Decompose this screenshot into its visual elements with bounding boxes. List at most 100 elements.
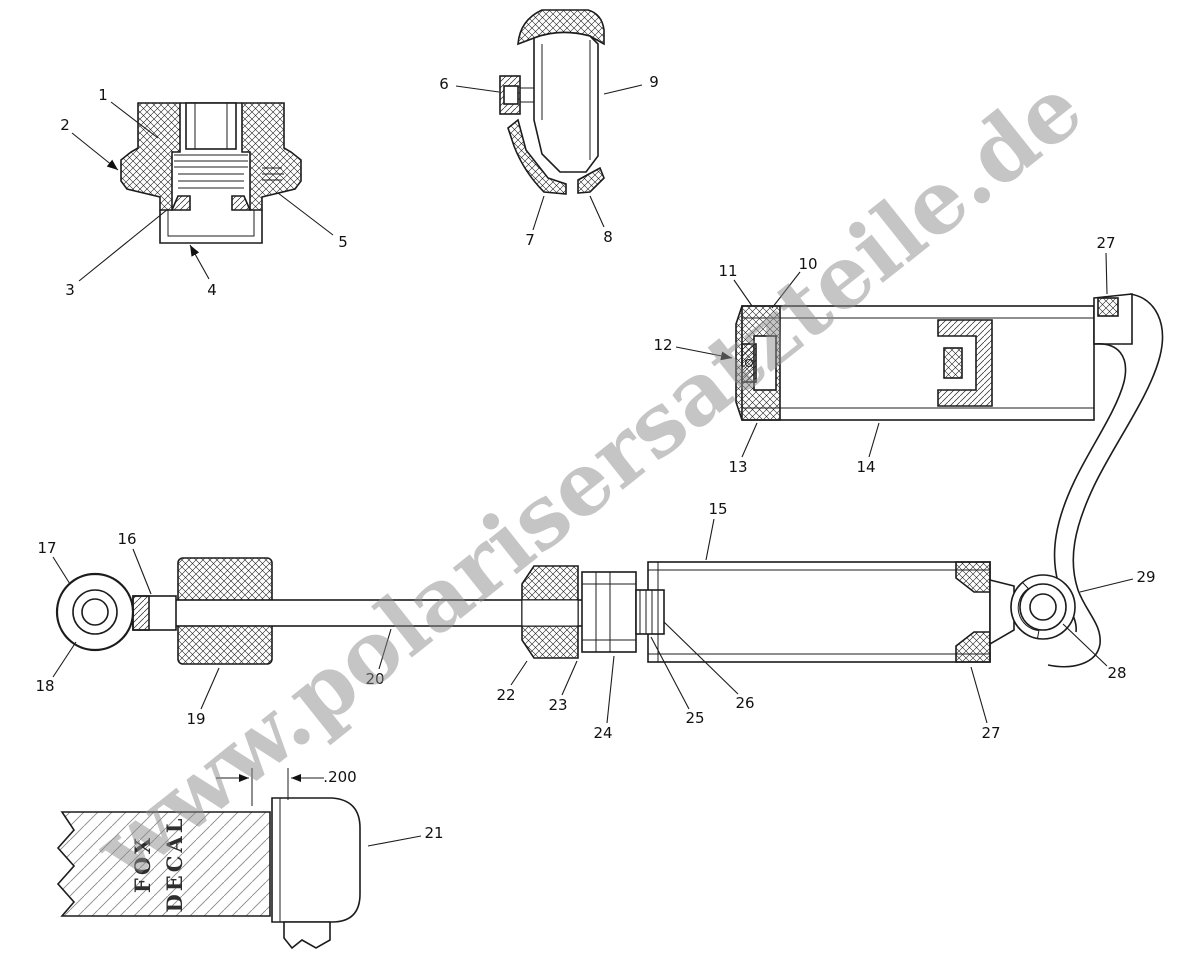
dimension: .200 xyxy=(216,768,357,806)
callout-number: 19 xyxy=(186,710,205,728)
leader-line xyxy=(561,660,578,696)
floating-piston xyxy=(937,319,993,407)
leader-line xyxy=(650,636,690,710)
valve-insert xyxy=(741,343,757,383)
end-boss xyxy=(989,578,1015,646)
leader-line xyxy=(705,518,715,561)
rear-eyelet-ring xyxy=(1019,583,1067,631)
bleed-valve xyxy=(499,75,534,115)
leader-line xyxy=(378,628,392,670)
end-cap-tab xyxy=(283,921,331,950)
callout-number: 27 xyxy=(1096,234,1115,252)
leader-line xyxy=(868,422,880,458)
callout-number: 27 xyxy=(981,724,1000,742)
leader-line xyxy=(1079,578,1134,593)
callout-number: 9 xyxy=(649,73,659,91)
leader-line xyxy=(189,244,210,280)
cap-bottom-right-section xyxy=(577,166,605,194)
callout-number: 10 xyxy=(798,255,817,273)
valve-port xyxy=(745,359,753,367)
shaft-thread-stub xyxy=(635,589,665,635)
callout-number: 21 xyxy=(424,824,443,842)
leader-line xyxy=(455,85,500,93)
rear-eyelet-section xyxy=(1010,581,1040,640)
shaft-end-spacer-section xyxy=(132,595,150,631)
air-cap-assembly xyxy=(120,102,302,244)
leader-line xyxy=(200,667,220,710)
cap-seal-left xyxy=(170,195,191,211)
cap-seal-right xyxy=(231,195,252,211)
leader-line xyxy=(71,132,119,171)
front-eyelet xyxy=(55,572,135,652)
callout-number: 3 xyxy=(65,281,75,299)
callout-number: 1 xyxy=(98,86,108,104)
leader-line xyxy=(78,208,169,282)
reservoir-end-cap xyxy=(499,9,605,195)
leader-line xyxy=(1105,252,1108,295)
leader-line xyxy=(603,84,643,95)
leader-line xyxy=(277,192,334,236)
cap-body-cup xyxy=(533,31,599,173)
shaft-body xyxy=(56,811,271,917)
cap-inner-cup-lines xyxy=(167,210,255,237)
rear-eyelet-bore xyxy=(1029,593,1057,621)
dimension-label: .200 xyxy=(323,768,356,786)
leader-line xyxy=(970,666,988,724)
piston-band xyxy=(943,347,963,379)
retaining-clip xyxy=(1097,297,1119,317)
decal-text-line1: FOX xyxy=(130,835,155,893)
callout-number: 5 xyxy=(338,233,348,251)
callout-number: 20 xyxy=(365,670,384,688)
leader-line xyxy=(663,621,739,695)
cap-left-wall-section xyxy=(120,102,181,211)
leader-line xyxy=(132,548,152,595)
leader-line xyxy=(532,195,545,231)
cap-right-wall-section xyxy=(241,102,302,211)
shock-body-tube xyxy=(647,561,991,663)
leader-line xyxy=(606,655,615,724)
callout-number: 17 xyxy=(37,539,56,557)
reservoir-tube xyxy=(741,305,1095,421)
cap-bottom-left-section xyxy=(507,118,567,195)
leader-line xyxy=(1062,623,1108,667)
callout-number: 18 xyxy=(35,677,54,695)
leader-line xyxy=(733,279,753,307)
leader-line xyxy=(771,271,801,309)
mount-arm-outer xyxy=(1047,293,1164,668)
decal-text-line2: DECAL xyxy=(162,816,187,913)
shaft-through-seal xyxy=(521,599,579,627)
callout-number: 6 xyxy=(439,75,449,93)
callout-number: 28 xyxy=(1107,664,1126,682)
leader-line xyxy=(510,660,528,686)
callout-number: 7 xyxy=(525,231,535,249)
callout-number: 26 xyxy=(735,694,754,712)
body-end-cap-top xyxy=(955,561,991,593)
leader-line xyxy=(741,422,758,458)
callout-number: 2 xyxy=(60,116,70,134)
callout-number: 14 xyxy=(856,458,875,476)
callout-number: 23 xyxy=(548,696,567,714)
callout-number: 16 xyxy=(117,530,136,548)
leader-line xyxy=(675,346,733,361)
cap-inner-cup xyxy=(159,210,263,244)
callout-number: 25 xyxy=(685,709,704,727)
leader-line xyxy=(589,195,605,228)
piston-nut xyxy=(581,571,637,653)
end-cap xyxy=(271,797,361,923)
washer-stack xyxy=(174,154,248,189)
leader-line xyxy=(367,835,422,847)
cap-inner-sleeve xyxy=(185,102,237,150)
leader-line xyxy=(52,556,71,585)
shock-main-assembly xyxy=(55,557,1076,665)
callout-number: 15 xyxy=(708,500,727,518)
callout-number: 13 xyxy=(728,458,747,476)
reservoir-assembly xyxy=(735,293,1164,668)
callout-number: 12 xyxy=(653,336,672,354)
leader-line xyxy=(52,641,77,678)
callout-number: 22 xyxy=(496,686,515,704)
callout-number: 29 xyxy=(1136,568,1155,586)
callout-number: 24 xyxy=(593,724,612,742)
callout-number: 11 xyxy=(718,262,737,280)
cap-valve-detail xyxy=(262,167,284,181)
